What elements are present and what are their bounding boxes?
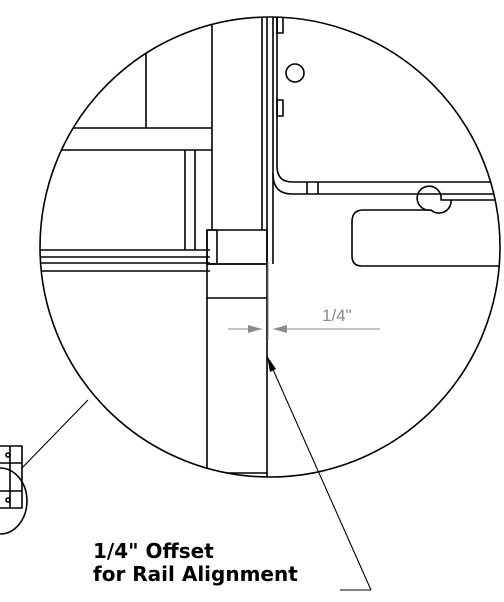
dimension-label: 1/4" — [322, 306, 352, 325]
detail-circle — [39, 16, 501, 478]
detail-content — [40, 17, 500, 477]
callout-line-2: for Rail Alignment — [93, 562, 298, 586]
offset-callout: 1/4" Offset for Rail Alignment — [93, 540, 298, 586]
callout-leader — [266, 355, 372, 591]
offset-dimension: 1/4" — [228, 262, 380, 340]
adjacent-part — [0, 445, 28, 535]
detail-leader-line — [21, 399, 89, 469]
callout-line-1: 1/4" Offset — [93, 539, 214, 563]
